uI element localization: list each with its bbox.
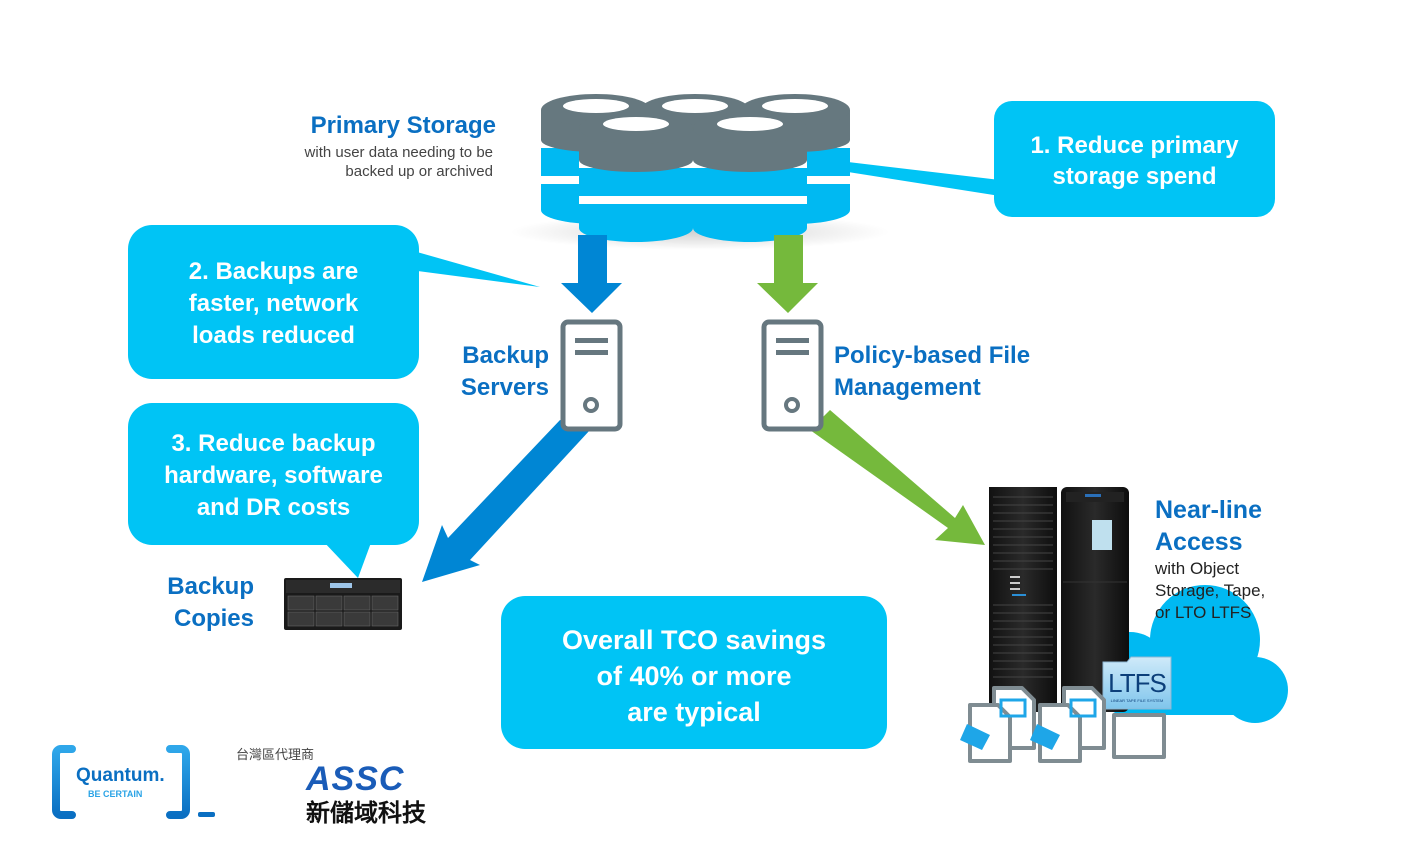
callout-2-line: faster, network <box>188 290 359 317</box>
backup-down-arrow <box>561 235 622 313</box>
nearline-subtitle: with Object Storage, Tape, or LTO LTFS <box>1155 558 1265 624</box>
callout-2-text: 2. Backups are faster, network loads red… <box>128 256 419 352</box>
nearline-subtitle-line: Storage, Tape, <box>1155 581 1266 600</box>
nearline-subtitle-line: with Object <box>1155 559 1240 578</box>
callout-1-text: 1. Reduce primary storage spend <box>994 130 1275 192</box>
backup-servers-line: Servers <box>460 374 549 401</box>
ltfs-caption: LINEAR TAPE FILE SYSTEM <box>1110 698 1164 703</box>
assc-chinese-name: 新儲域科技 <box>306 799 426 827</box>
policy-management-label: Policy-based File Management <box>834 340 1094 404</box>
film-strip-icon <box>960 724 1060 750</box>
primary-storage-subtitle: with user data needing to be backed up o… <box>250 143 493 181</box>
nearline-title-line: Near-line <box>1155 496 1262 524</box>
backup-diagonal-arrow <box>422 420 590 582</box>
tape-library-icon <box>989 487 1129 712</box>
summary-line: Overall TCO savings <box>561 625 827 655</box>
summary-line: are typical <box>627 697 761 727</box>
policy-management-line: Management <box>834 374 981 401</box>
policy-management-line: Policy-based File <box>834 342 1031 369</box>
callout-3-line: and DR costs <box>196 494 351 521</box>
nearline-subtitle-line: or LTO LTFS <box>1155 603 1252 622</box>
policy-down-arrow <box>757 235 818 313</box>
backup-copies-label: Backup Copies <box>140 571 254 635</box>
summary-text: Overall TCO savings of 40% or more are t… <box>501 622 887 730</box>
primary-storage-subtitle-line: backed up or archived <box>345 163 493 180</box>
nearline-title: Near-line Access <box>1155 494 1262 558</box>
callout-1-bubble <box>848 101 1275 217</box>
callout-1-line: storage spend <box>1052 163 1217 190</box>
backup-servers-line: Backup <box>462 342 549 369</box>
nearline-title-line: Access <box>1155 528 1243 556</box>
backup-servers-label: Backup Servers <box>430 340 549 404</box>
summary-bubble <box>501 596 887 749</box>
summary-line: of 40% or more <box>596 661 792 691</box>
callout-1-line: 1. Reduce primary <box>1030 132 1239 159</box>
ltfs-label: LTFS <box>1108 668 1167 698</box>
assc-logo: ASSC <box>306 760 405 798</box>
distributor-label: 台灣區代理商 <box>236 748 315 763</box>
primary-storage-title: Primary Storage <box>310 112 496 139</box>
backup-copies-line: Copies <box>173 605 254 632</box>
video-screen-icon <box>999 698 1097 718</box>
primary-storage-subtitle-line: with user data needing to be <box>304 144 493 161</box>
policy-diagonal-arrow <box>810 410 985 545</box>
callout-2-line: loads reduced <box>192 322 355 349</box>
callout-3-bubble <box>128 403 419 578</box>
callout-2-bubble <box>128 225 540 379</box>
quantum-logo-name: Quantum. <box>76 765 165 786</box>
callout-3-line: 3. Reduce backup <box>171 430 376 457</box>
callout-3-text: 3. Reduce backup hardware, software and … <box>128 428 419 524</box>
quantum-logo <box>52 745 190 819</box>
policy-server-icon <box>761 319 824 432</box>
quantum-logo-tagline: BE CERTAIN <box>88 789 143 799</box>
backup-server-icon <box>560 319 623 432</box>
callout-2-line: 2. Backups are <box>188 258 359 285</box>
database-cluster-icon <box>510 94 890 250</box>
disk-array-icon <box>284 578 402 630</box>
callout-3-line: hardware, software <box>164 462 383 489</box>
backup-copies-line: Backup <box>167 573 254 600</box>
